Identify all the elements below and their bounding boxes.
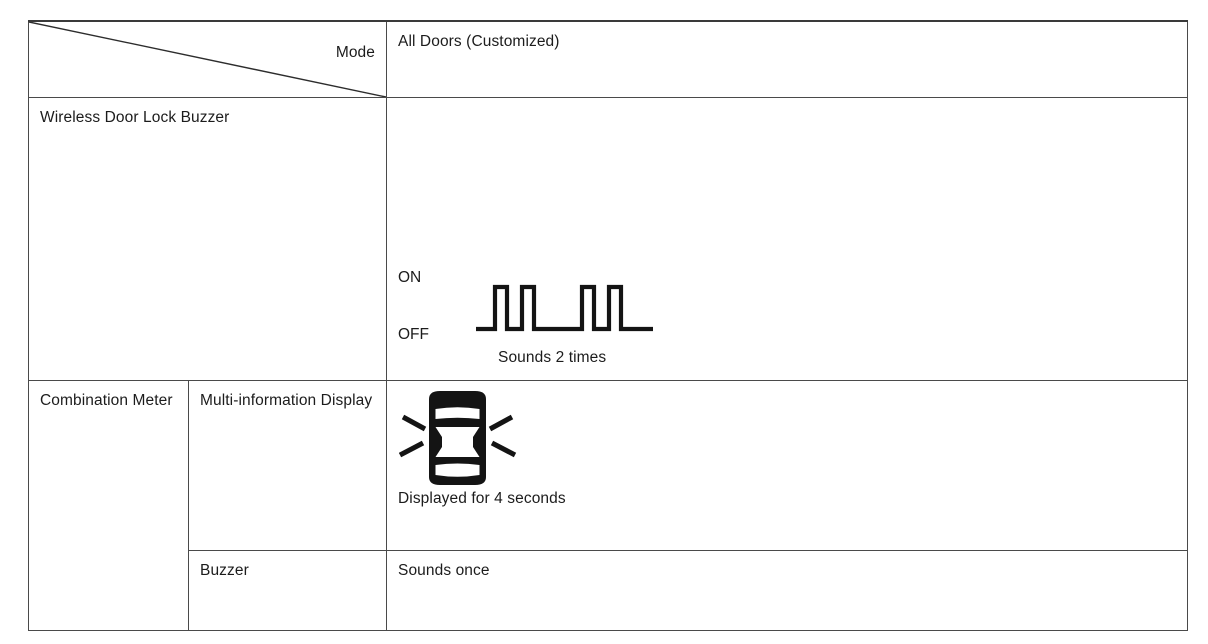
row-label-meter-buzzer-cell: Buzzer <box>188 550 387 631</box>
waveform-block: ON OFF Sounds 2 times <box>387 98 1187 380</box>
header-corner-cell: Mode <box>28 20 387 98</box>
table-row-meter-buzzer: Buzzer Sounds once <box>29 550 1188 631</box>
meter-buzzer-content-cell: Sounds once <box>386 550 1188 631</box>
row-label-wireless-door-lock-buzzer: Wireless Door Lock Buzzer <box>40 109 230 126</box>
table-row-wireless-door-lock-buzzer: Wireless Door Lock Buzzer ON OFF Sounds … <box>28 97 1188 381</box>
row-label-combination-meter-cell: Combination Meter <box>28 380 189 631</box>
buzzer-waveform-icon <box>476 284 653 332</box>
header-mode-label: Mode <box>335 44 375 61</box>
diagonal-divider-line <box>29 22 386 97</box>
row-label-meter-buzzer: Buzzer <box>200 562 249 579</box>
row-label-multi-information-display: Multi-information Display <box>200 392 373 409</box>
multi-information-display-content-cell: Displayed for 4 seconds <box>386 380 1188 551</box>
waveform-cell: ON OFF Sounds 2 times <box>386 97 1188 381</box>
waveform-off-label: OFF <box>398 326 429 343</box>
waveform-on-label: ON <box>398 269 422 286</box>
meter-buzzer-value: Sounds once <box>398 562 490 579</box>
header-mode-value: All Doors (Customized) <box>398 33 560 50</box>
row-label-wireless-door-lock-buzzer-cell: Wireless Door Lock Buzzer <box>28 97 387 381</box>
multi-information-display-caption: Displayed for 4 seconds <box>398 490 566 507</box>
car-flashing-icon <box>399 391 517 485</box>
table-header-row: Mode All Doors (Customized) <box>28 20 1188 98</box>
waveform-caption: Sounds 2 times <box>498 349 607 366</box>
car-icon-block: Displayed for 4 seconds <box>387 381 1187 550</box>
row-label-combination-meter: Combination Meter <box>40 392 173 409</box>
row-label-multi-information-display-cell: Multi-information Display <box>188 380 387 551</box>
table-row-multi-information-display: Combination Meter Multi-information Disp… <box>28 380 1188 631</box>
spec-table: Mode All Doors (Customized) Wireless Doo… <box>28 20 1188 631</box>
header-mode-value-cell: All Doors (Customized) <box>386 20 1188 98</box>
